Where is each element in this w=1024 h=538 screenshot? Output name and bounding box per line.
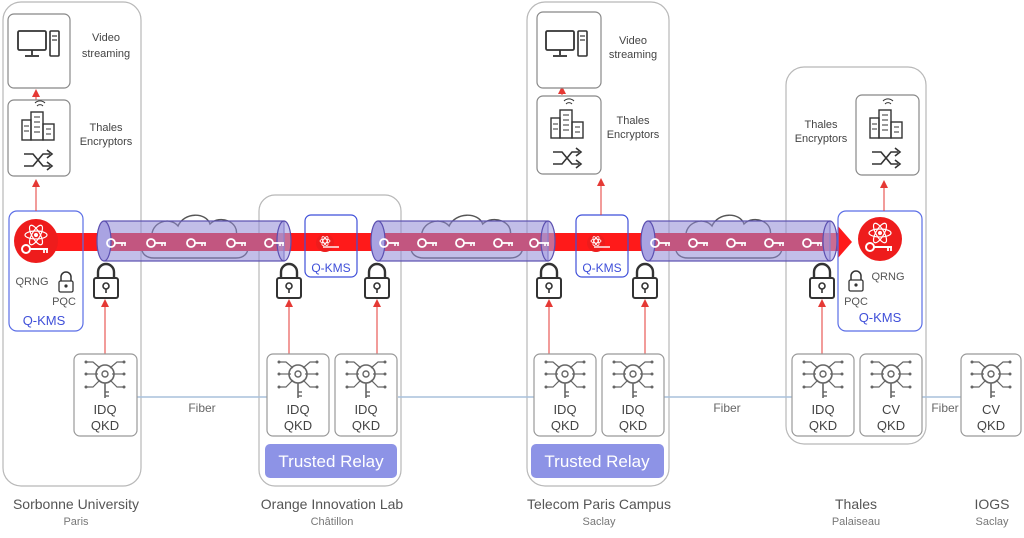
qkd-label-line1: CV [982,402,1000,417]
beam-arrowhead [838,226,852,258]
padlock-icon [275,262,303,300]
encryption-tube-3 [640,220,838,262]
qkms-label: Q-KMS [582,261,621,275]
qrng-label: QRNG [872,271,905,283]
qrng-key-icon [857,216,903,262]
qkd-label-line2: QKD [551,418,579,433]
trusted-relay-label: Trusted Relay [278,452,384,471]
qkd-device: CV QKD [859,353,923,437]
qkms-label: Q-KMS [311,261,350,275]
site-name: Orange Innovation Lab [261,496,404,512]
qkd-label-line1: CV [882,402,900,417]
qkd-label-line2: QKD [352,418,380,433]
encryptor-box-telecom [536,95,602,175]
fiber-label: Fiber [713,401,740,415]
trusted-relay-label: Trusted Relay [544,452,650,471]
encryptor-label-line1: Thales [89,122,123,134]
encryptor-box-sorbonne [7,99,71,177]
site-name: Thales [835,496,877,512]
qkms-box-telecom [575,214,629,278]
encryptor-label: Encryptors [80,136,133,148]
encryptor-label: Thales [804,119,838,131]
padlock-icon [363,262,391,300]
trusted-relay-badge-orange [265,444,397,478]
video-label: Video [619,35,647,47]
qkd-device: CV QKD [960,353,1022,437]
qrng-key-icon [13,218,59,264]
site-city: Saclay [582,516,616,528]
qkd-device: IDQ QKD [334,353,398,437]
video-box-sorbonne [7,13,71,89]
qkd-label-line2: QKD [877,418,905,433]
qkd-label-line1: IDQ [286,402,309,417]
qkd-label-line1: IDQ [93,402,116,417]
fiber-label: Fiber [188,401,215,415]
qkd-label-line2: QKD [977,418,1005,433]
qkd-label-line2: QKD [809,418,837,433]
pqc-label: PQC [844,296,868,308]
video-label-line1: Video [619,35,647,47]
site-name: Sorbonne University [13,496,139,512]
qkms-label: Q-KMS [23,313,66,328]
padlock-icon [631,262,659,300]
site-name: Telecom Paris Campus [527,496,671,512]
padlock-icon [808,262,836,300]
site-city: Paris [63,516,89,528]
encryptor-label-line1: Thales [616,115,650,127]
video-label: streaming [609,49,657,61]
qkd-label-line1: IDQ [553,402,576,417]
qkms-box-thales [837,210,923,332]
site-city: Châtillon [311,516,354,528]
qkd-label-line1: IDQ [621,402,644,417]
qkd-device: IDQ QKD [266,353,330,437]
encryptor-label-line2: Encryptors [80,136,133,148]
fiber-label: Fiber [931,401,958,415]
qkd-label-line2: QKD [91,418,119,433]
qkms-box-sorbonne [8,210,84,332]
padlock-icon [848,270,864,292]
video-label-line1: Video [92,32,120,44]
padlock-icon [92,262,120,300]
pqc-label: PQC [52,296,76,308]
encryptor-label: Encryptors [795,133,848,145]
site-city: Saclay [975,516,1009,528]
encryptor-label-line2: Encryptors [607,129,660,141]
qkms-box-orange [304,214,358,278]
encryptor-label-line2: Encryptors [795,133,848,145]
encryptor-label: Thales [89,122,123,134]
qkd-label-line2: QKD [619,418,647,433]
qkd-device: IDQ QKD [73,353,138,437]
qkd-label-line2: QKD [284,418,312,433]
encryptor-label: Encryptors [607,129,660,141]
site-city: Palaiseau [832,516,880,528]
site-box-orange [258,194,402,487]
site-name: IOGS [974,496,1009,512]
qkd-device: IDQ QKD [533,353,597,437]
encryptor-box-thales [855,94,920,176]
qkd-device: IDQ QKD [601,353,665,437]
video-label: streaming [82,48,130,60]
padlock-icon [58,271,74,293]
qkd-label-line1: IDQ [354,402,377,417]
video-label: Video [92,32,120,44]
encryptor-label-line1: Thales [804,119,838,131]
trusted-relay-badge-telecom [531,444,664,478]
video-label-line2: streaming [609,49,657,61]
encryptor-label: Thales [616,115,650,127]
padlock-icon [535,262,563,300]
qkd-device: IDQ QKD [791,353,855,437]
video-label-line2: streaming [82,48,130,60]
qkms-label: Q-KMS [859,310,902,325]
qkd-label-line1: IDQ [811,402,834,417]
qrng-label: QRNG [16,276,49,288]
